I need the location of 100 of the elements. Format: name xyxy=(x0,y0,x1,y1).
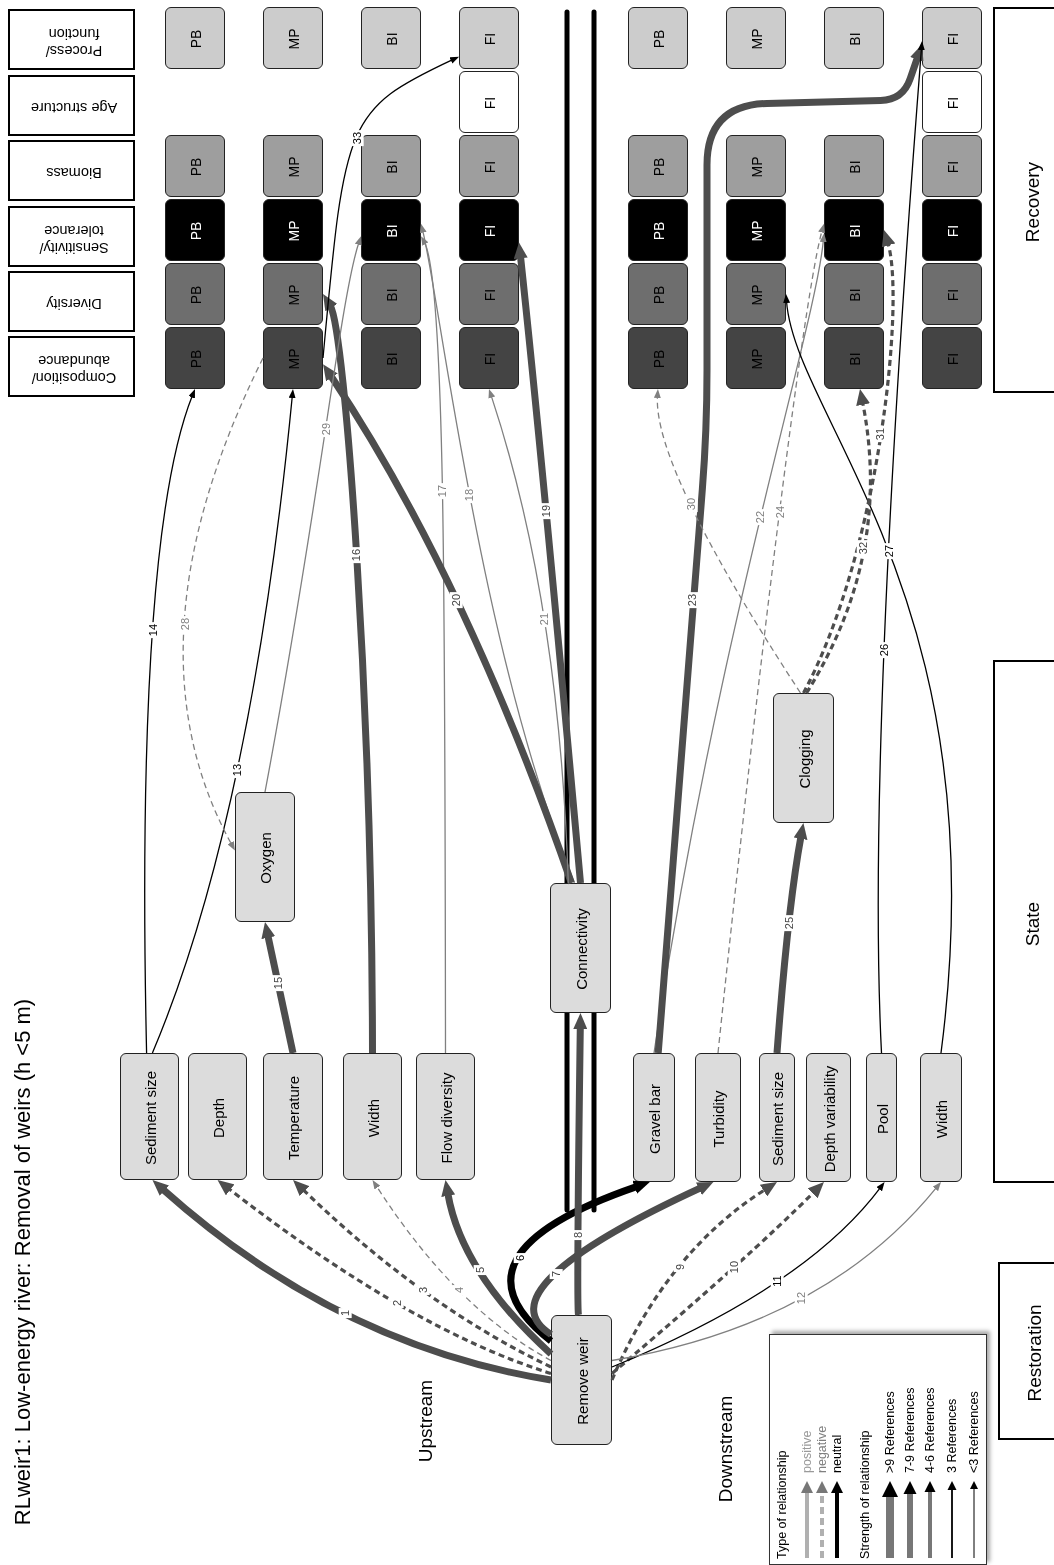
arrow xyxy=(151,389,296,1054)
variable-box: Temperature xyxy=(263,1053,323,1180)
column-header: Process/ function xyxy=(8,9,135,70)
indicator-cell: MP xyxy=(263,327,323,389)
column-header: Age structure xyxy=(8,75,135,136)
column-header: Biomass xyxy=(8,140,135,201)
arrow xyxy=(530,1181,714,1338)
legend-text: <3 References xyxy=(966,1390,982,1473)
indicator-cell: MP xyxy=(726,263,786,325)
indicator-cell: FI xyxy=(459,263,519,325)
arrow xyxy=(324,292,376,1054)
arrow xyxy=(877,41,925,1054)
edge-label: 4 xyxy=(452,1284,466,1296)
edge-label: 11 xyxy=(770,1273,784,1289)
edge-label: 26 xyxy=(877,641,891,659)
arrow xyxy=(802,229,896,694)
edge-label: 33 xyxy=(350,129,363,147)
legend-text: neutral xyxy=(829,1434,845,1473)
edge-label: 2 xyxy=(390,1297,404,1309)
edge-label: 10 xyxy=(727,1258,741,1276)
legend-text: 7-9 References xyxy=(902,1387,918,1473)
indicator-cell: FI xyxy=(459,71,519,133)
variable-box: Flow diversity xyxy=(416,1053,475,1180)
legend-text: >9 References xyxy=(882,1390,898,1473)
stage-band: Recovery xyxy=(993,7,1054,393)
indicator-cell: BI xyxy=(361,327,421,389)
variable-box: Width xyxy=(920,1053,962,1182)
region-label: Downstream xyxy=(715,1395,737,1503)
indicator-cell: BI xyxy=(361,263,421,325)
stage-band: State xyxy=(993,660,1054,1183)
edge-label: 9 xyxy=(673,1261,687,1273)
edge-label: 12 xyxy=(794,1289,808,1307)
indicator-cell: PB xyxy=(628,263,688,325)
indicator-cell: MP xyxy=(726,199,786,261)
indicator-cell: FI xyxy=(922,135,982,197)
indicator-cell: FI xyxy=(459,199,519,261)
arrow xyxy=(488,388,569,884)
arrow xyxy=(513,242,584,884)
variable-box: Pool xyxy=(866,1053,897,1182)
edge-label: 16 xyxy=(349,546,363,563)
variable-box: Depth xyxy=(188,1053,247,1180)
diagram-title: RLweir1: Low-energy river: Removal of weirs (h <5 m) xyxy=(10,998,36,1526)
column-header: Sensitivity/ tolerance xyxy=(8,206,135,267)
indicator-cell: FI xyxy=(922,263,982,325)
indicator-cell: FI xyxy=(459,327,519,389)
arrow xyxy=(653,233,827,1054)
indicator-cell: BI xyxy=(824,263,884,325)
variable-box: Sediment size xyxy=(759,1053,795,1182)
edge-label: 13 xyxy=(230,761,244,779)
edge-label: 23 xyxy=(685,591,699,609)
arrow xyxy=(610,1181,777,1381)
indicator-cell: FI xyxy=(922,327,982,389)
indicator-cell: MP xyxy=(263,263,323,325)
indicator-cell: PB xyxy=(628,135,688,197)
indicator-cell: FI xyxy=(922,199,982,261)
action-box: Remove weir xyxy=(551,1315,612,1445)
indicator-cell: MP xyxy=(263,7,323,69)
variable-box: Sediment size xyxy=(120,1053,179,1180)
edge-label: 6 xyxy=(513,1252,527,1264)
variable-box: Width xyxy=(343,1053,402,1180)
arrow xyxy=(372,1180,552,1362)
arrow xyxy=(783,294,952,1054)
legend-heading: Strength of relationship xyxy=(857,1429,873,1559)
edge-label: 3 xyxy=(416,1284,430,1296)
edge-label: 18 xyxy=(463,486,476,503)
indicator-cell: FI xyxy=(922,7,982,69)
edge-label: 19 xyxy=(539,502,553,520)
indicator-cell: MP xyxy=(726,135,786,197)
edge-label: 32 xyxy=(856,539,870,557)
edge-label: 25 xyxy=(782,914,796,932)
arrow xyxy=(323,364,575,885)
variable-box: Turbidity xyxy=(695,1053,741,1182)
edge-label: 15 xyxy=(271,974,285,992)
edge-label: 28 xyxy=(178,615,192,633)
indicator-cell: BI xyxy=(361,199,421,261)
indicator-cell: MP xyxy=(263,135,323,197)
indicator-cell: MP xyxy=(726,7,786,69)
indicator-cell: BI xyxy=(361,135,421,197)
indicator-cell: FI xyxy=(459,7,519,69)
arrow xyxy=(261,922,297,1054)
variable-box: Clogging xyxy=(773,693,834,823)
edge-label: 27 xyxy=(882,542,896,559)
edge-label: 30 xyxy=(684,495,698,513)
indicator-cell: FI xyxy=(922,71,982,133)
arrow xyxy=(573,1013,588,1316)
edge-label: 24 xyxy=(773,503,786,521)
indicator-cell: PB xyxy=(165,7,225,69)
indicator-cell: PB xyxy=(165,199,225,261)
arrow xyxy=(144,388,196,1054)
edge-label: 31 xyxy=(874,426,887,443)
stage-band: Restoration xyxy=(998,1262,1054,1440)
edge-label: 22 xyxy=(754,508,767,526)
column-header: Diversity xyxy=(8,271,135,332)
indicator-cell: BI xyxy=(824,327,884,389)
indicator-cell: PB xyxy=(628,199,688,261)
arrow xyxy=(805,388,872,694)
edge-label: 29 xyxy=(319,420,333,437)
edge-label: 7 xyxy=(549,1268,563,1280)
indicator-cell: PB xyxy=(165,135,225,197)
arrow xyxy=(182,357,264,851)
